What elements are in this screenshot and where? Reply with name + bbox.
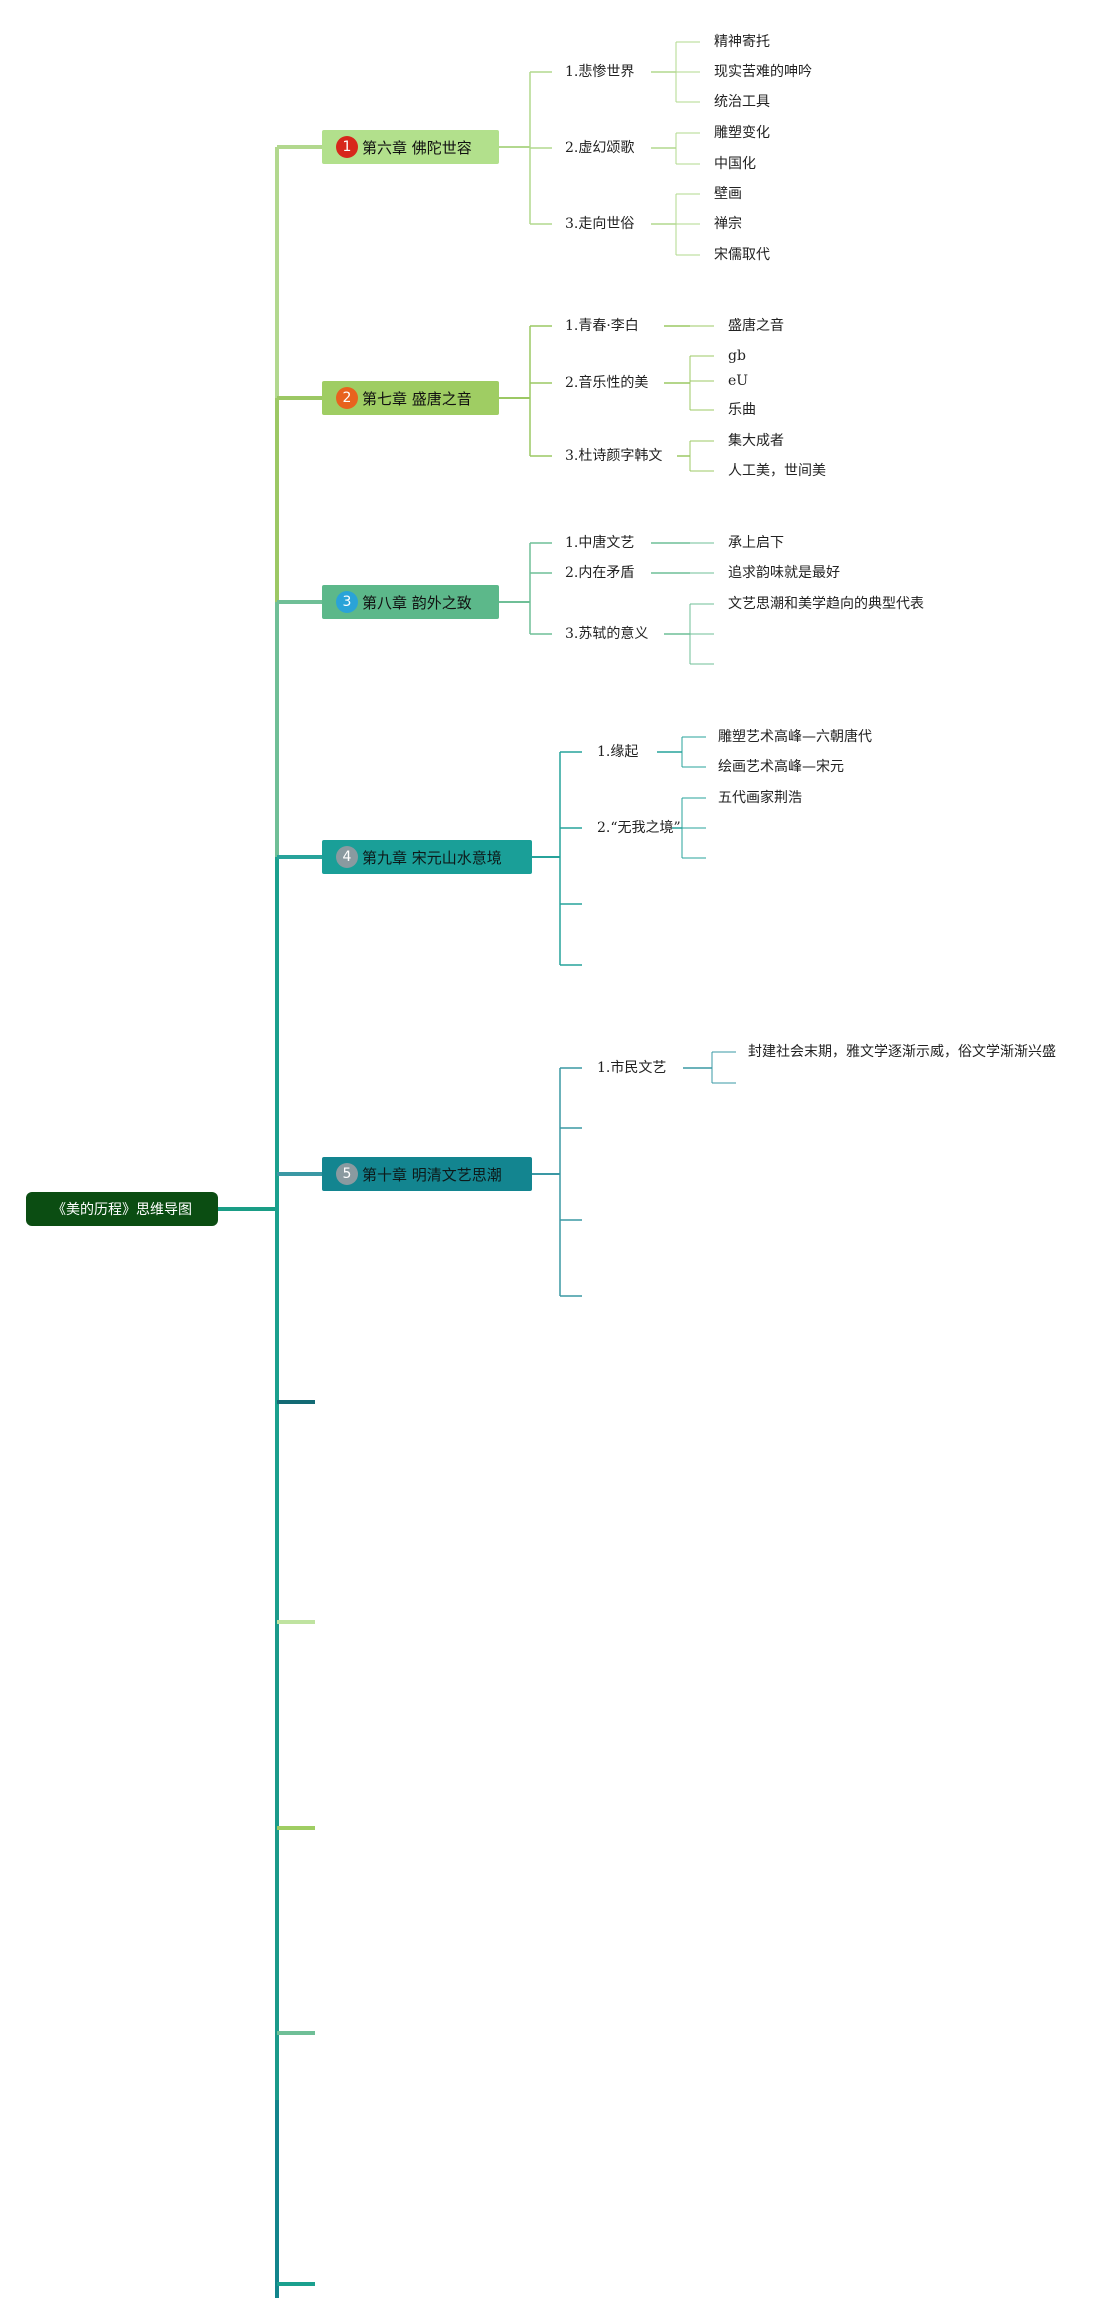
subtopic-node[interactable]: 3.苏轼的意义 (565, 626, 649, 642)
chapter-number-badge: 4 (336, 846, 358, 868)
leaf-node[interactable]: 壁画 (714, 186, 742, 202)
leaf-node[interactable]: 人工美，世间美 (728, 463, 826, 479)
chapter-number-badge: 1 (336, 136, 358, 158)
root-node[interactable]: 《美的历程》思维导图 (26, 1192, 218, 1226)
chapter-number-badge: 3 (336, 591, 358, 613)
leaf-node[interactable]: 雕塑艺术高峰—六朝唐代 (718, 729, 872, 745)
leaf-node[interactable]: 宋儒取代 (714, 247, 770, 263)
leaf-node[interactable]: 中国化 (714, 156, 756, 172)
subtopic-node[interactable]: 2.虚幻颂歌 (565, 140, 635, 156)
subtopic-node[interactable]: 1.青春·李白 (565, 318, 639, 334)
leaf-node[interactable]: eU (728, 373, 749, 389)
subtopic-node[interactable]: 1.市民文艺 (597, 1060, 667, 1076)
subtopic-node[interactable]: 2.音乐性的美 (565, 375, 649, 391)
leaf-node[interactable]: 盛唐之音 (728, 318, 784, 334)
subtopic-node[interactable]: 3.走向世俗 (565, 216, 635, 232)
subtopic-node[interactable]: 1.悲惨世界 (565, 64, 635, 80)
leaf-node[interactable]: 五代画家荆浩 (718, 790, 802, 806)
leaf-node[interactable]: 统治工具 (714, 94, 770, 110)
chapter-title: 第九章 宋元山水意境 (362, 848, 502, 867)
leaf-node[interactable]: gb (728, 348, 746, 364)
leaf-node[interactable]: 乐曲 (728, 402, 756, 418)
subtopic-node[interactable]: 1.中唐文艺 (565, 535, 635, 551)
subtopic-node[interactable]: 1.缘起 (597, 744, 639, 760)
leaf-node[interactable]: 文艺思潮和美学趋向的典型代表 (728, 596, 924, 612)
subtopic-node[interactable]: 2.“无我之境” (597, 820, 681, 836)
subtopic-node[interactable]: 3.杜诗颜字韩文 (565, 448, 663, 464)
chapter-title: 第六章 佛陀世容 (362, 138, 472, 157)
leaf-node[interactable]: 雕塑变化 (714, 125, 770, 141)
leaf-node[interactable]: 承上启下 (728, 535, 784, 551)
chapter-title: 第十章 明清文艺思潮 (362, 1165, 502, 1184)
chapter-title: 第七章 盛唐之音 (362, 389, 472, 408)
leaf-node[interactable]: 集大成者 (728, 433, 784, 449)
leaf-node[interactable]: 禅宗 (714, 216, 742, 232)
leaf-node[interactable]: 封建社会末期，雅文学逐渐示威，俗文学渐渐兴盛 (748, 1044, 1056, 1060)
chapter-title: 第八章 韵外之致 (362, 593, 472, 612)
leaf-node[interactable]: 绘画艺术高峰—宋元 (718, 759, 844, 775)
leaf-node[interactable]: 现实苦难的呻吟 (714, 64, 812, 80)
leaf-node[interactable]: 追求韵味就是最好 (728, 565, 840, 581)
subtopic-node[interactable]: 2.内在矛盾 (565, 565, 635, 581)
chapter-number-badge: 2 (336, 387, 358, 409)
leaf-node[interactable]: 精神寄托 (714, 34, 770, 50)
chapter-number-badge: 5 (336, 1163, 358, 1185)
